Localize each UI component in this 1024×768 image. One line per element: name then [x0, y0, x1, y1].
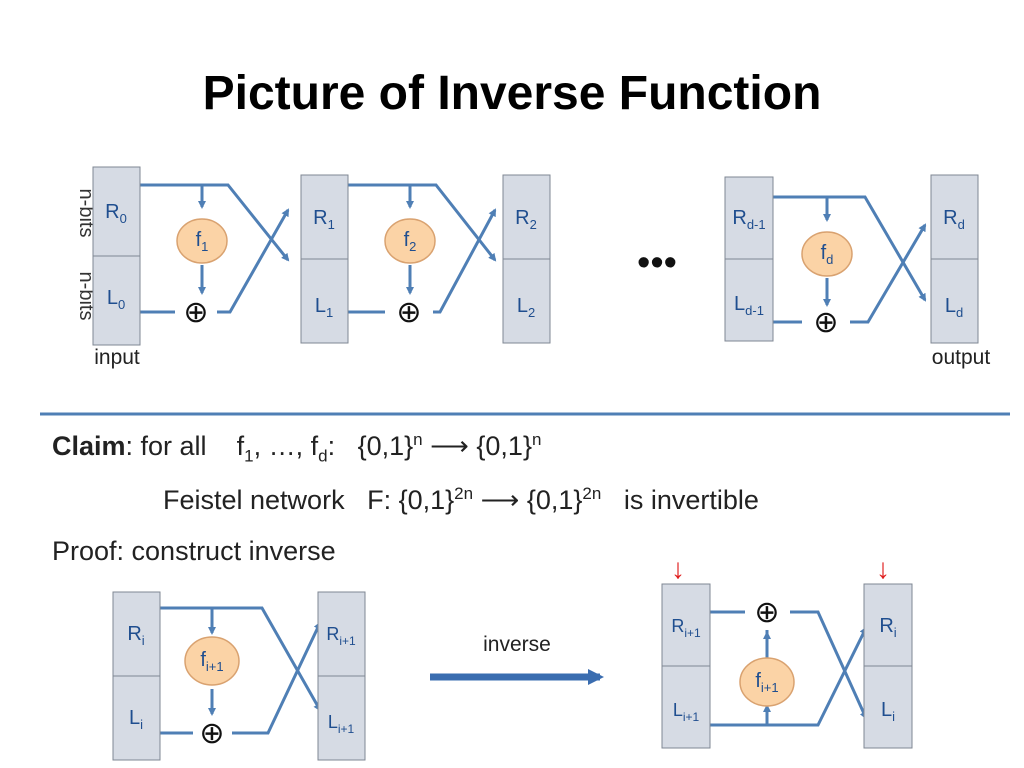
svg-text:R2: R2: [515, 207, 537, 232]
round-forward-input: Ri Li: [112, 591, 161, 761]
register-r-sub: 2: [530, 217, 537, 232]
wires-stage-d: [773, 195, 927, 324]
svg-text:Ri: Ri: [127, 623, 144, 648]
claim-invertible: is invertible: [623, 485, 759, 515]
register-d: Rd Ld: [930, 174, 979, 344]
claim-arrow-icon: ⟶: [480, 485, 520, 515]
wires-stage-1: [140, 183, 290, 314]
register-l-label: L: [107, 287, 118, 309]
n-bits-label-top: n-bits: [75, 189, 97, 238]
claim-line-2: Feistel network F: {0,1}2n ⟶ {0,1}2n is …: [163, 484, 759, 516]
claim-F-domain-exp: 2n: [454, 484, 474, 503]
register-l-sub: 0: [118, 297, 125, 312]
svg-text:fi+1: fi+1: [200, 649, 223, 674]
claim-fd: fd: [310, 431, 328, 466]
svg-text:Li: Li: [881, 699, 895, 724]
claim-F: F:: [367, 485, 399, 515]
function-f-forward: fi+1: [184, 636, 240, 686]
ellipsis-dots: •••: [637, 242, 677, 284]
svg-text:fi+1: fi+1: [755, 670, 778, 695]
register-r-sub: d: [958, 217, 965, 232]
claim-f1: f1: [236, 431, 254, 466]
svg-text:Li: Li: [129, 707, 143, 732]
claim-domain-exp: n: [413, 430, 423, 449]
register-r-label: R: [313, 207, 327, 229]
proof-line: Proof: construct inverse: [52, 536, 336, 566]
register-l-sub: d-1: [745, 303, 764, 318]
xor-icon: ⊕: [754, 596, 779, 629]
claim-F-range-exp: 2n: [582, 484, 602, 503]
claim-F-domain: {0,1}: [398, 485, 455, 515]
page-title: Picture of Inverse Function: [202, 67, 822, 120]
svg-text:Li+1: Li+1: [673, 700, 700, 724]
claim-feistel-label: Feistel network: [163, 485, 345, 515]
function-fd: fd: [801, 231, 853, 277]
register-l-label: L: [315, 295, 326, 317]
register-r-sub: 1: [328, 217, 335, 232]
register-l-sub: 2: [528, 305, 535, 320]
round-forward-output: Ri+1 Li+1: [317, 591, 366, 761]
claim-label: Claim: [52, 431, 126, 461]
xor-icon: ⊕: [813, 306, 838, 339]
down-arrow-icon: ↓: [671, 553, 685, 584]
register-0: R0 L0: [92, 166, 141, 346]
function-f2: f2: [384, 218, 436, 264]
claim-colon: :: [327, 431, 336, 461]
register-l-sub: 1: [326, 305, 333, 320]
svg-text:Li+1: Li+1: [328, 712, 355, 736]
svg-text:f1: f1: [196, 229, 209, 254]
claim-F-range: {0,1}: [526, 485, 583, 515]
svg-text:fd: fd: [821, 242, 834, 267]
register-l-sub: d: [956, 305, 963, 320]
register-l-label: L: [517, 295, 528, 317]
down-arrow-icon: ↓: [876, 553, 890, 584]
wires-round-forward: [160, 606, 322, 735]
register-d-1: Rd-1 Ld-1: [724, 176, 774, 342]
register-r-label: R: [732, 207, 746, 229]
svg-text:Ri: Ri: [879, 615, 896, 640]
svg-text:R1: R1: [313, 207, 335, 232]
input-label: input: [94, 346, 140, 369]
register-r-label: R: [943, 207, 957, 229]
register-l-label: L: [945, 295, 956, 317]
function-f-inverse: fi+1: [739, 657, 795, 707]
svg-text:Ri+1: Ri+1: [326, 624, 356, 648]
round-inverse-input: Ri+1 Li+1: [661, 583, 711, 749]
claim-line-1: Claim: for all f1, …, fd: {0,1}n ⟶ {0,1}…: [52, 430, 541, 466]
svg-text:L1: L1: [315, 295, 333, 320]
claim-domain: {0,1}: [357, 431, 414, 461]
register-r-sub: 0: [120, 211, 127, 226]
xor-icon: ⊕: [396, 296, 421, 329]
output-label: output: [932, 346, 991, 369]
wires-stage-2: [348, 183, 497, 314]
claim-range-exp: n: [531, 430, 542, 449]
svg-text:L0: L0: [107, 287, 125, 312]
svg-text:R0: R0: [105, 201, 127, 226]
register-r-label: R: [515, 207, 529, 229]
svg-text:Ld-1: Ld-1: [734, 293, 764, 318]
svg-text:Ri+1: Ri+1: [671, 616, 701, 640]
svg-text:Rd-1: Rd-1: [732, 207, 765, 232]
function-f1: f1: [176, 218, 228, 264]
svg-text:f2: f2: [404, 229, 417, 254]
claim-prefix: : for all: [125, 431, 207, 461]
claim-mid: , …,: [253, 431, 311, 461]
register-r-label: R: [105, 201, 119, 223]
svg-text:Ld: Ld: [945, 295, 963, 320]
xor-icon: ⊕: [199, 717, 224, 750]
register-l-label: L: [734, 293, 745, 315]
xor-icon: ⊕: [183, 296, 208, 329]
svg-text:Rd: Rd: [943, 207, 965, 232]
register-1: R1 L1: [300, 174, 349, 344]
register-r-sub: d-1: [747, 217, 766, 232]
n-bits-label-bottom: n-bits: [75, 272, 97, 321]
register-2: R2 L2: [502, 174, 551, 344]
svg-text:L2: L2: [517, 295, 535, 320]
claim-range: {0,1}: [476, 431, 532, 461]
claim-arrow-icon: ⟶: [430, 431, 469, 461]
inverse-label: inverse: [483, 633, 551, 656]
round-inverse-output: Ri Li: [863, 583, 913, 749]
